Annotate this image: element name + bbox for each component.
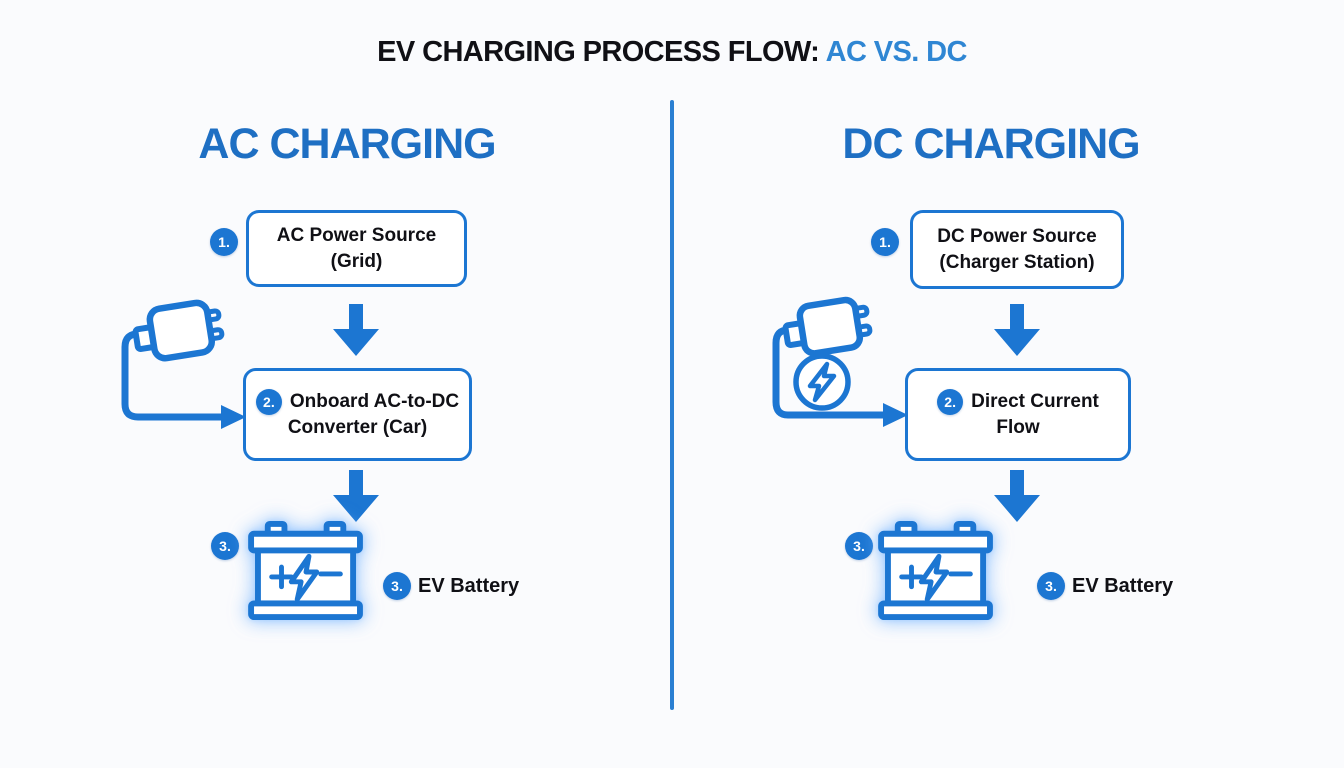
box-text-line: (Grid) xyxy=(330,250,383,272)
ac-onboard-converter-box: 2. Onboard AC-to-DC Converter (Car) xyxy=(243,368,472,461)
page-title-accent: AC VS. DC xyxy=(825,36,968,68)
down-arrow-icon xyxy=(994,470,1040,522)
page-title-main: EV CHARGING PROCESS FLOW: xyxy=(377,36,820,68)
ac-power-source-box: AC Power Source (Grid) xyxy=(246,210,467,287)
lightning-bolt-icon xyxy=(807,361,837,403)
ev-battery-icon xyxy=(248,521,363,621)
step-3-label-badge: 3. xyxy=(383,572,411,600)
step-3-label-badge: 3. xyxy=(1037,572,1065,600)
page-title: EV CHARGING PROCESS FLOW: AC VS. DC xyxy=(0,36,1344,69)
step-3-badge: 3. xyxy=(211,532,239,560)
plus-terminal-icon xyxy=(269,564,294,590)
down-arrow-icon xyxy=(333,304,379,356)
column-divider xyxy=(670,100,674,710)
box-text-line: Direct Current xyxy=(971,390,1099,412)
box-text-line: DC Power Source xyxy=(937,225,1097,247)
dc-power-source-box: DC Power Source (Charger Station) xyxy=(910,210,1124,289)
ev-battery-label: EV Battery xyxy=(418,575,520,597)
ac-column-header: AC CHARGING xyxy=(198,120,496,168)
box-text-line: Converter (Car) xyxy=(287,416,428,438)
step-2-badge: 2. xyxy=(255,388,282,415)
ev-battery-icon xyxy=(878,521,993,621)
box-text-line: (Charger Station) xyxy=(939,251,1095,273)
down-arrow-icon xyxy=(333,470,379,522)
box-text-line: AC Power Source xyxy=(276,224,437,246)
step-3-badge: 3. xyxy=(845,532,873,560)
step-1-badge: 1. xyxy=(210,228,238,256)
lightning-bolt-icon xyxy=(288,553,320,602)
step-1-badge: 1. xyxy=(871,228,899,256)
dc-direct-current-box: 2. Direct Current Flow xyxy=(905,368,1131,461)
plus-terminal-icon xyxy=(899,564,924,590)
dc-column-header: DC CHARGING xyxy=(842,120,1140,168)
lightning-bolt-circle-icon xyxy=(793,353,851,411)
charging-plug-wire-arrow-icon xyxy=(121,299,246,429)
box-text-line: Onboard AC-to-DC xyxy=(289,390,460,412)
down-arrow-icon xyxy=(994,304,1040,356)
step-2-badge: 2. xyxy=(937,388,964,415)
charging-plug-bolt-wire-arrow-icon xyxy=(772,296,908,427)
box-text-line: Flow xyxy=(996,416,1040,438)
ev-battery-label: EV Battery xyxy=(1072,575,1174,597)
lightning-bolt-icon xyxy=(918,553,950,602)
